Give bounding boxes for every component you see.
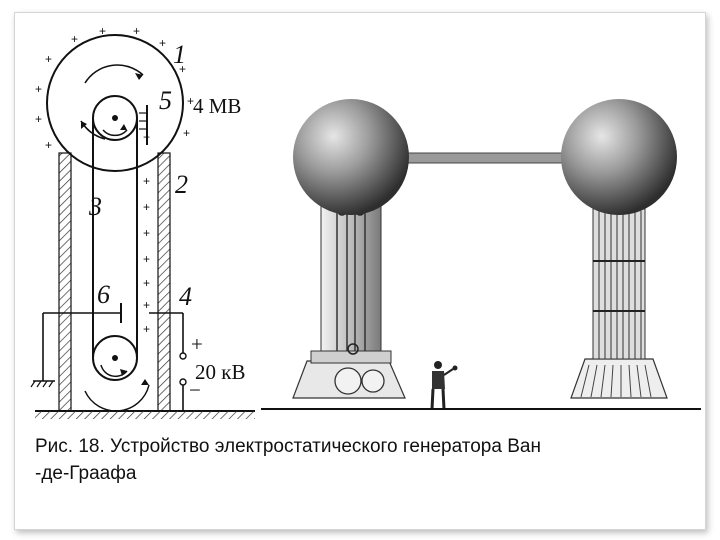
left-generator (292, 99, 409, 399)
svg-text:+: + (45, 52, 52, 66)
svg-text:+: + (143, 130, 150, 144)
svg-text:+: + (143, 252, 150, 266)
right-generator (561, 99, 677, 399)
figure-caption: Рис. 18. Устройство электростатического … (35, 433, 695, 487)
caption-line-1: Рис. 18. Устройство электростатического … (35, 436, 541, 457)
right-base (570, 358, 668, 399)
charge-signs: + + + + + + + + + + + + + + + + + + + (35, 24, 194, 336)
slide: + + + + + + + + + + + + + + + + + + + (14, 12, 706, 530)
svg-text:+: + (143, 276, 150, 290)
svg-text:+: + (35, 112, 42, 126)
caption-line-2: -де-Граафа (35, 463, 137, 484)
left-column (320, 202, 382, 352)
voltage-bottom-label: 20 кВ (195, 360, 245, 384)
svg-text:+: + (143, 174, 150, 188)
svg-text:+: + (159, 36, 166, 50)
right-column (592, 208, 646, 360)
label-part-1: 1 (173, 40, 186, 69)
right-sphere (561, 99, 677, 215)
column-wall-left (58, 152, 72, 412)
connecting-bar (406, 152, 564, 164)
svg-text:+: + (143, 200, 150, 214)
polarity-minus: − (189, 378, 201, 402)
svg-text:+: + (99, 24, 106, 38)
van-de-graaff-figure: + + + + + + + + + + + + + + + + + + + (30, 24, 703, 423)
svg-text:+: + (143, 298, 150, 312)
polarity-plus: + (191, 332, 203, 356)
label-part-3: 3 (88, 192, 102, 221)
svg-text:+: + (183, 126, 190, 140)
ground-hatch (35, 411, 255, 419)
svg-text:+: + (143, 226, 150, 240)
ground-symbol (30, 375, 55, 388)
svg-text:+: + (179, 62, 186, 76)
label-part-5: 5 (159, 86, 172, 115)
label-part-2: 2 (175, 170, 188, 199)
svg-text:+: + (45, 138, 52, 152)
column-wall-right (157, 152, 171, 412)
svg-text:+: + (133, 24, 140, 38)
left-sphere (293, 99, 409, 215)
terminal-sphere (46, 34, 184, 172)
generator-illustration (261, 99, 703, 411)
person-figure (430, 361, 458, 410)
schematic-diagram: + + + + + + + + + + + + + + + + + + + (30, 24, 259, 423)
upper-comb (139, 105, 148, 145)
svg-text:+: + (35, 82, 42, 96)
svg-text:+: + (187, 94, 194, 108)
left-motor (334, 367, 362, 395)
label-part-4: 4 (179, 282, 192, 311)
label-part-6: 6 (97, 280, 110, 309)
voltage-top-label: 4 МВ (193, 94, 241, 118)
sphere-rotation-arrow-top (84, 64, 144, 84)
svg-text:+: + (143, 322, 150, 336)
lower-comb-and-circuit (42, 303, 187, 411)
svg-text:+: + (71, 32, 78, 46)
